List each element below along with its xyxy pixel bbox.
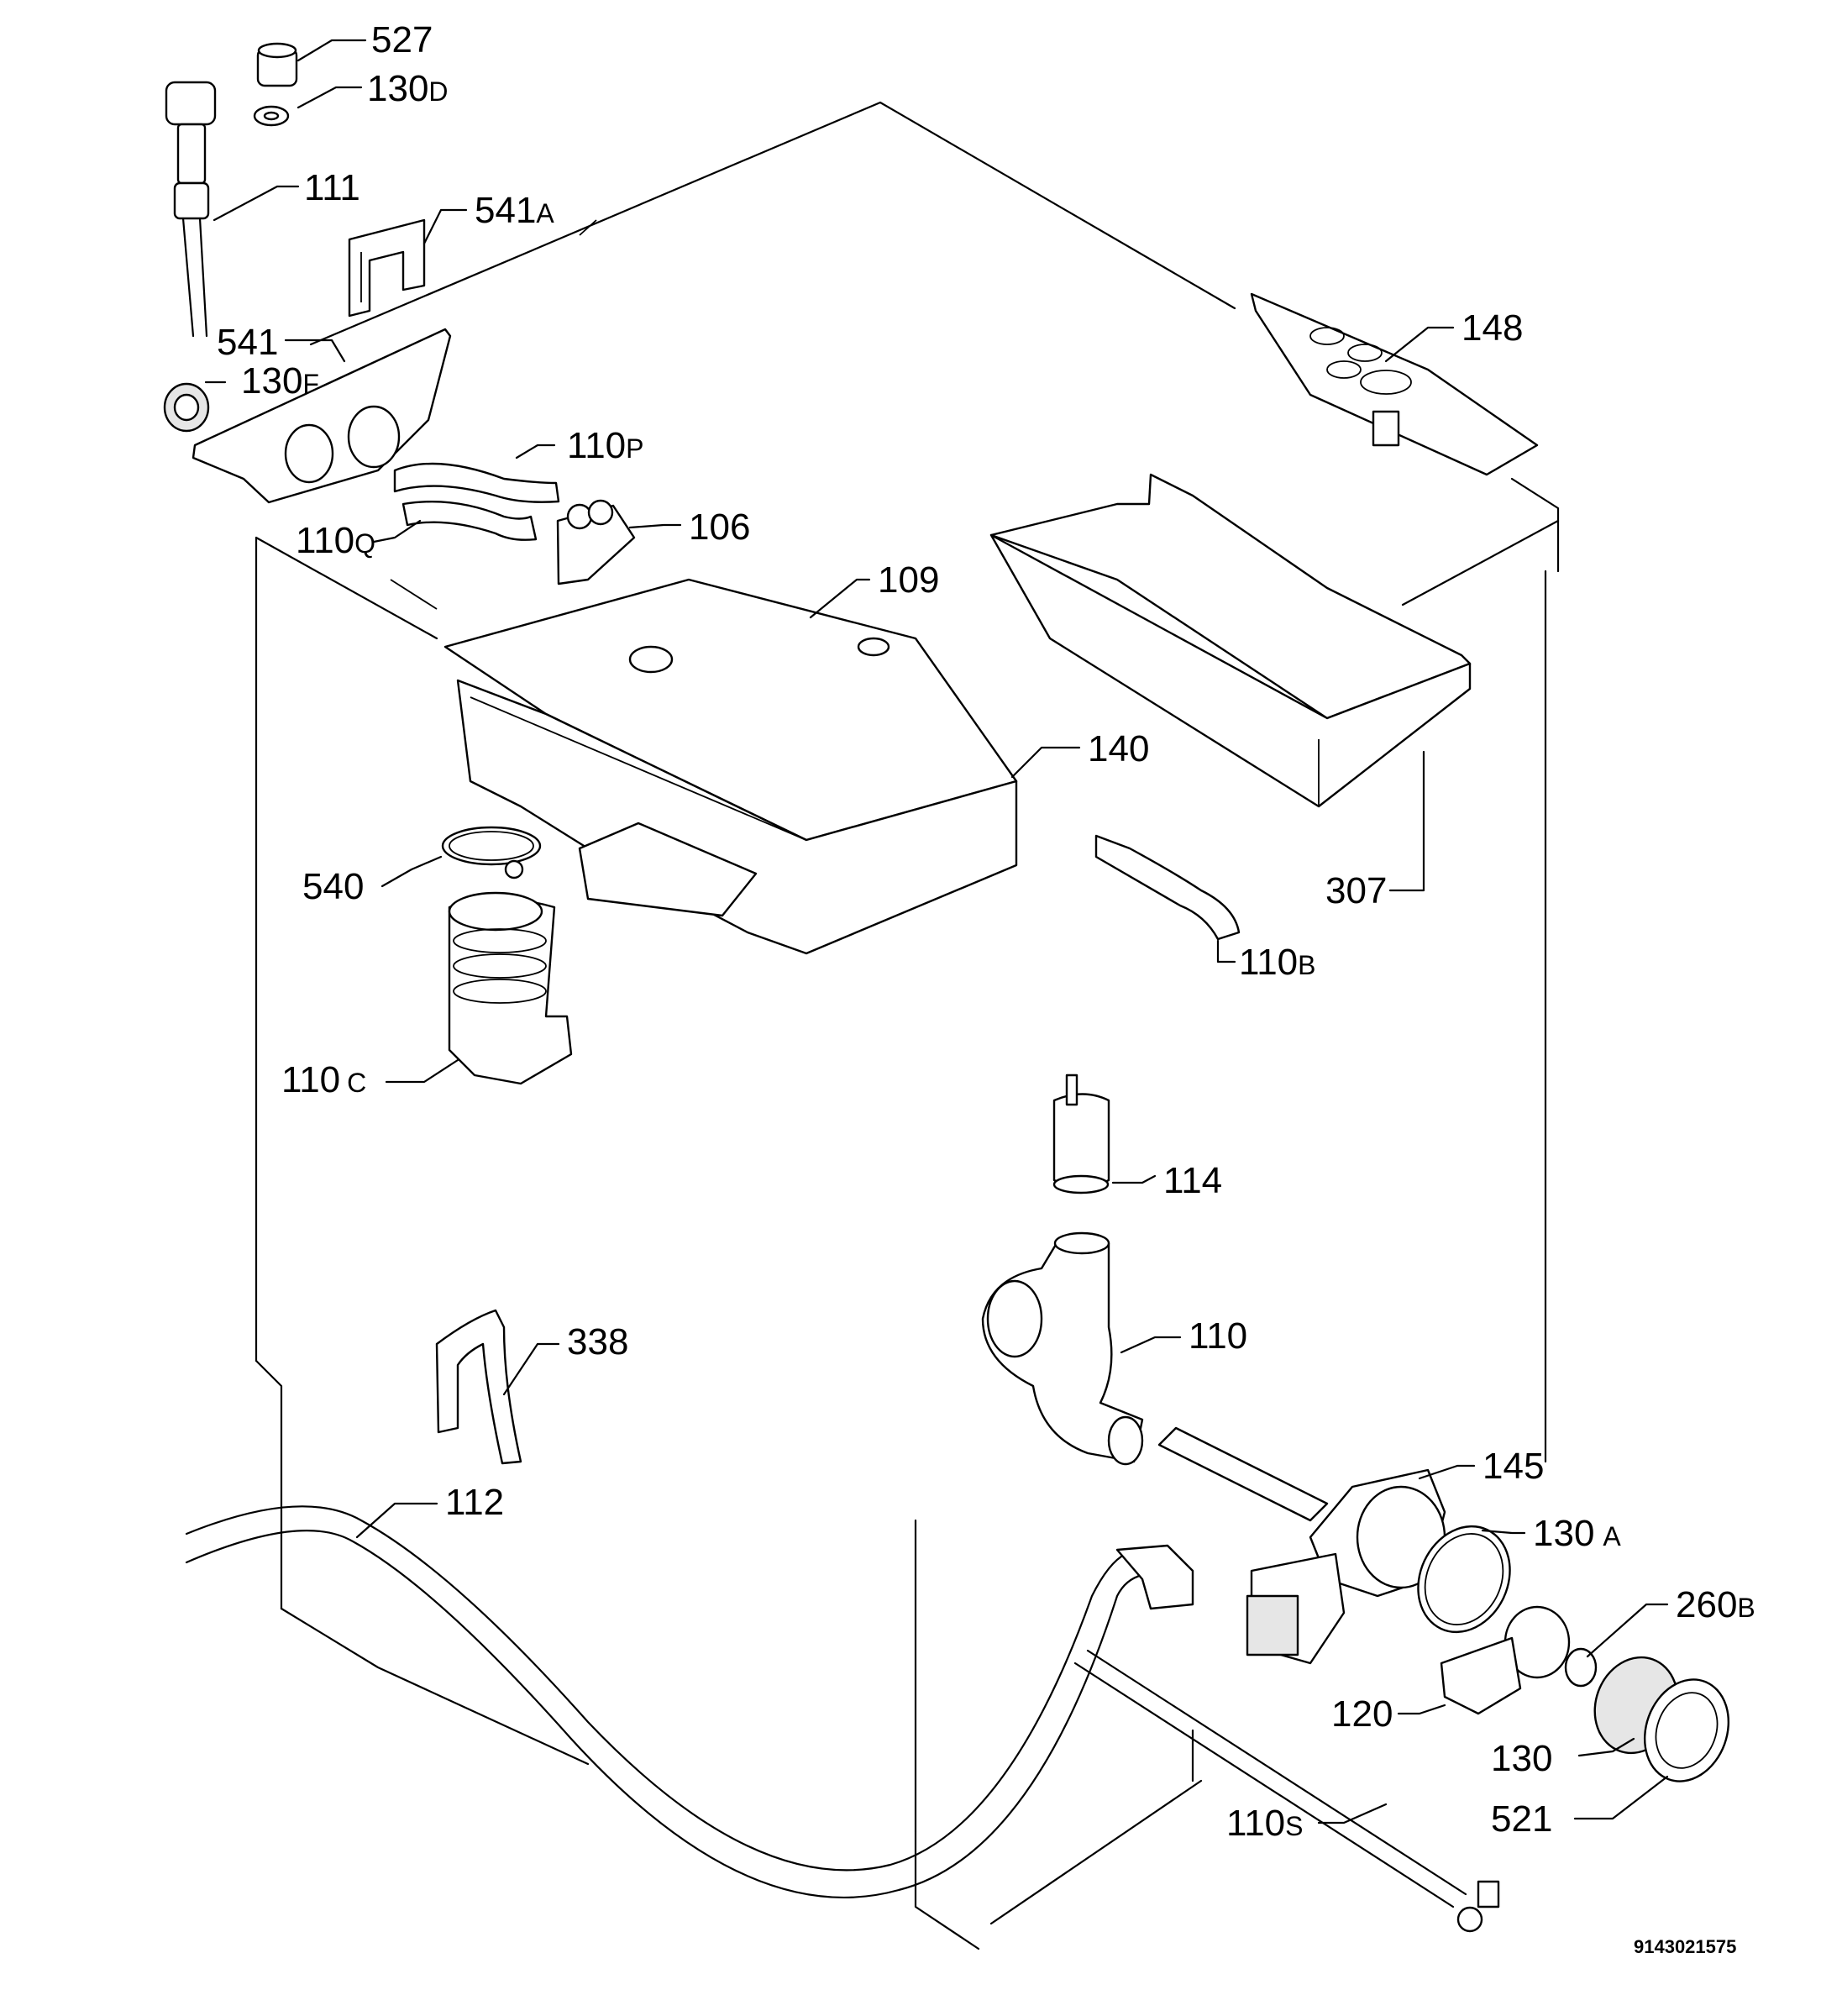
part-110-sump-hose: [981, 1231, 1144, 1466]
leader-lines: [204, 39, 1669, 1824]
part-338-bracket: [435, 1309, 522, 1465]
label-110p: 110P: [567, 425, 644, 466]
label-110b: 110B: [1239, 942, 1316, 983]
part-112-drain-hose: [185, 1505, 1194, 1899]
label-109: 109: [878, 559, 939, 601]
part-120-filter: [1440, 1605, 1571, 1715]
label-541a: 541A: [475, 190, 554, 231]
label-148: 148: [1462, 307, 1523, 349]
label-130d: 130D: [367, 68, 449, 109]
part-110b-hose: [1094, 834, 1241, 941]
label-540: 540: [302, 866, 364, 907]
label-120: 120: [1331, 1693, 1393, 1735]
part-145-pump: [1157, 1426, 1446, 1665]
part-110s-hose: [1073, 1649, 1500, 1933]
part-130f-cap: [163, 382, 210, 433]
part-307-drawer: [989, 473, 1472, 808]
label-145: 145: [1483, 1446, 1544, 1487]
label-527: 527: [371, 19, 433, 60]
part-111-inlet-hose: [165, 81, 217, 338]
label-106: 106: [689, 507, 750, 548]
label-130: 130: [1491, 1738, 1552, 1779]
label-541: 541: [217, 322, 278, 363]
label-111: 111: [304, 167, 360, 208]
label-114: 114: [1163, 1160, 1222, 1201]
part-521-cap: [1643, 1678, 1730, 1782]
part-130d-washer: [253, 105, 290, 127]
label-112: 112: [445, 1482, 504, 1523]
part-527-nut: [256, 42, 298, 87]
part-540-clamp: [441, 826, 542, 879]
label-260b: 260B: [1676, 1584, 1755, 1625]
part-130a-gasket: [1417, 1525, 1511, 1634]
part-541-panel: [192, 328, 452, 504]
part-148-cover: [1250, 292, 1539, 476]
part-labels: 527 130D 111 541A 541 130F 110P 110Q 106…: [217, 19, 1755, 1957]
drawing-code: 9143021575: [1634, 1936, 1736, 1957]
part-114-air-chamber: [1052, 1074, 1110, 1194]
part-106-valve: [556, 499, 636, 585]
label-110q: 110Q: [296, 520, 375, 561]
cabinet-outline: [255, 101, 1560, 1950]
label-110: 110: [1189, 1315, 1247, 1357]
part-260b-spring: [1564, 1647, 1598, 1688]
label-521: 521: [1491, 1798, 1552, 1840]
part-110p-110q-hoses: [393, 462, 560, 541]
part-110c-bellows: [448, 891, 573, 1085]
label-140: 140: [1088, 728, 1149, 769]
label-307: 307: [1325, 870, 1387, 911]
part-109-140-tank: [443, 578, 1018, 955]
label-110s: 110S: [1226, 1803, 1304, 1844]
label-130f: 130F: [241, 360, 319, 402]
label-338: 338: [567, 1321, 628, 1362]
